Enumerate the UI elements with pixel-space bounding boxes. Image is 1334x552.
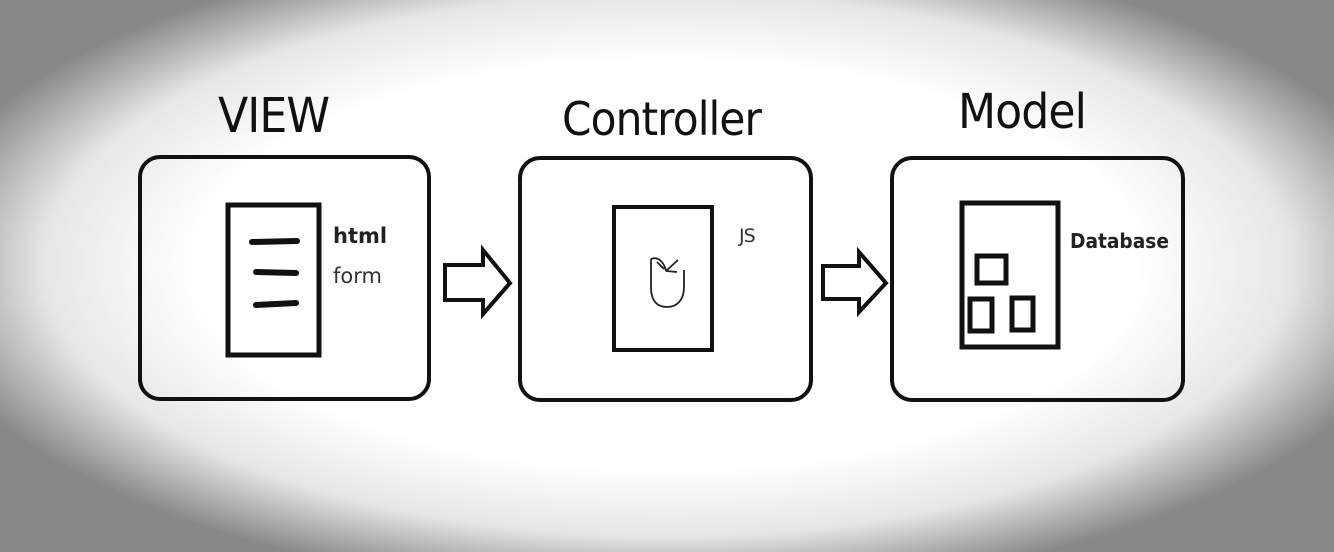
form-label: form — [333, 264, 382, 288]
view-title: VIEW — [218, 88, 330, 144]
controller-title: Controller — [562, 92, 762, 146]
script-file-icon — [612, 205, 714, 352]
arrow-right-icon — [443, 244, 513, 320]
view-box — [138, 155, 431, 401]
js-label: JS — [739, 225, 756, 247]
arrow-right-icon — [821, 246, 889, 318]
database-label: Database — [1070, 229, 1169, 253]
controller-box — [518, 156, 813, 402]
html-label: html — [333, 224, 388, 248]
model-box — [890, 156, 1185, 402]
document-icon — [225, 202, 322, 358]
database-icon — [959, 200, 1061, 350]
model-title: Model — [958, 84, 1087, 140]
